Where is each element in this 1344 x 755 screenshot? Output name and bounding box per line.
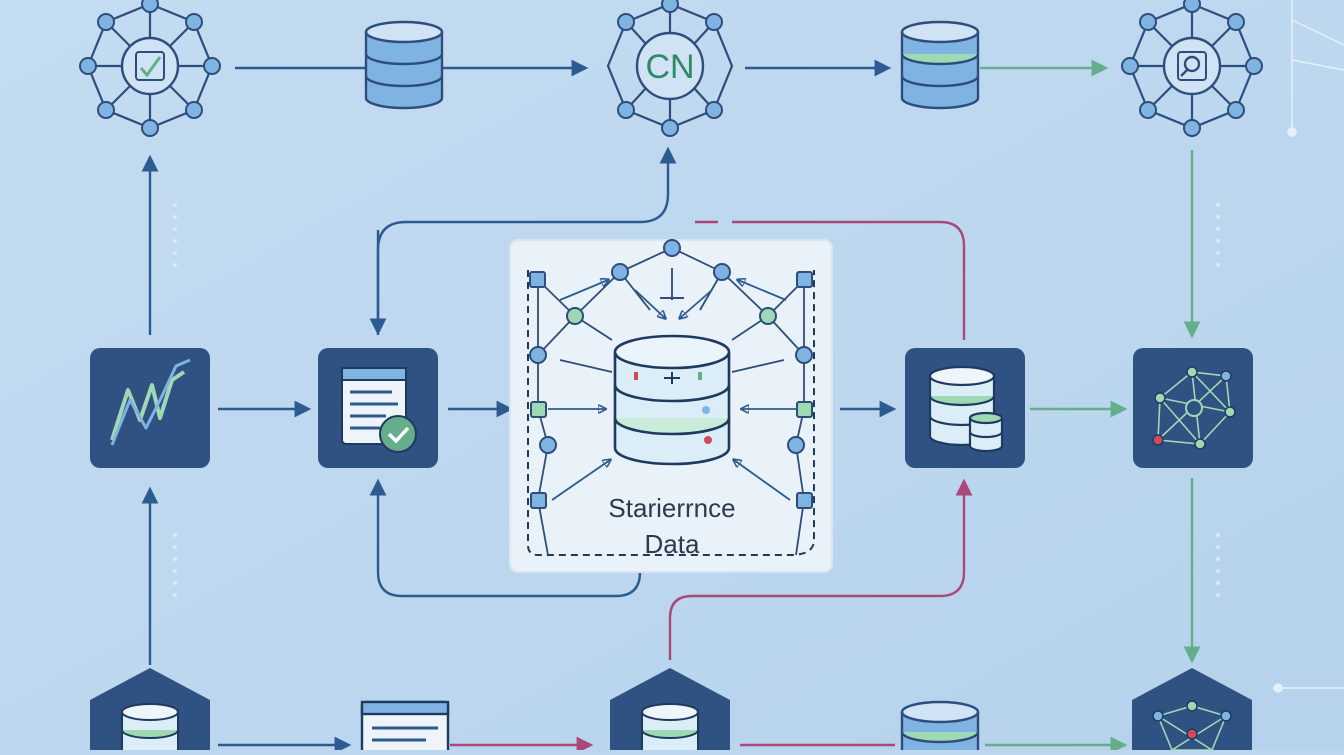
checked-document-icon[interactable] xyxy=(318,348,438,468)
network-node-cn-icon[interactable]: CN xyxy=(606,0,734,137)
database-stack-icon[interactable] xyxy=(905,348,1025,468)
database-icon[interactable] xyxy=(364,20,444,110)
magenta-top-link xyxy=(695,220,966,340)
corner-decoration xyxy=(1273,0,1344,693)
cn-label: CN xyxy=(645,48,694,86)
hexagon-network-icon[interactable] xyxy=(1132,668,1252,755)
magenta-connectors xyxy=(450,220,973,754)
line-chart-icon[interactable] xyxy=(90,348,210,468)
panel-title-line2: Data xyxy=(645,529,700,559)
magenta-bottom-link xyxy=(668,478,973,660)
network-graph-icon[interactable] xyxy=(1133,348,1253,468)
panel-title-line1: Starierrnce xyxy=(608,493,735,523)
database-icon[interactable] xyxy=(900,20,980,110)
database-icon[interactable] xyxy=(900,700,980,755)
central-data-panel[interactable]: Starierrnce Data xyxy=(509,239,833,573)
green-connectors xyxy=(980,59,1201,754)
hexagon-database-icon[interactable] xyxy=(610,668,730,755)
network-node-search-icon[interactable] xyxy=(1121,0,1263,137)
browser-window-icon[interactable] xyxy=(360,700,450,755)
background-decoration xyxy=(173,203,1220,597)
network-node-checkmark-icon[interactable] xyxy=(79,0,221,137)
arrow-loop-to-cn xyxy=(376,146,677,335)
arrow-panel-to-doc-bottom xyxy=(369,478,642,598)
hexagon-database-icon[interactable] xyxy=(90,668,210,755)
central-database-icon xyxy=(613,334,731,466)
